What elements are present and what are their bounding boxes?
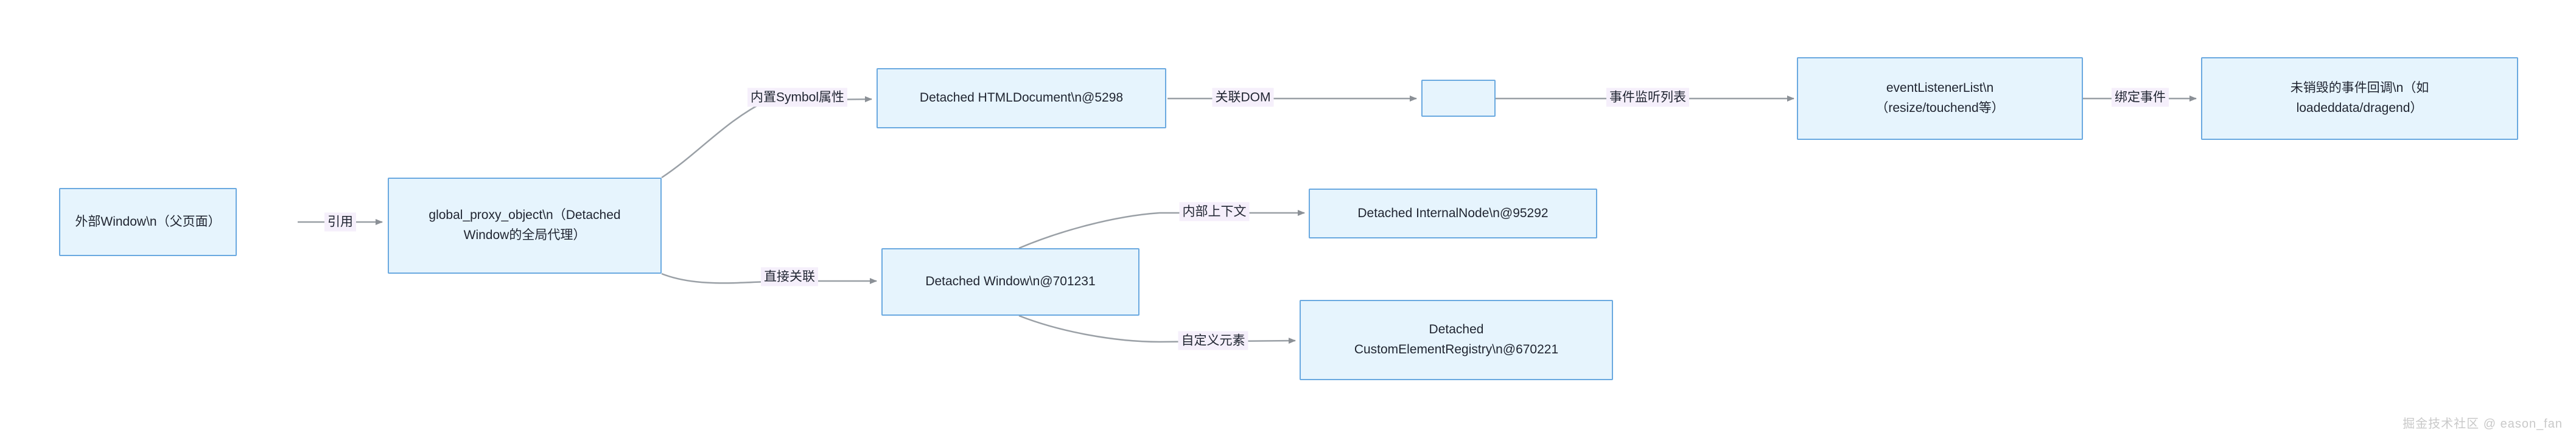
edge-label-event-listener-list: 事件监听列表 [1606, 88, 1689, 107]
node-outer-window-label: 外部Window\n（父页面） [75, 214, 221, 229]
edge-label-custom-element: 自定义元素 [1178, 331, 1248, 350]
node-global-proxy[interactable]: global_proxy_object\n（Detached Window的全局… [388, 178, 662, 274]
node-internal-node-label: Detached InternalNode\n@95292 [1357, 206, 1549, 220]
node-outer-window[interactable]: 外部Window\n（父页面） [59, 188, 237, 256]
node-global-proxy-label: global_proxy_object\n（Detached Window的全局… [429, 208, 621, 242]
node-unnamed-box[interactable] [1421, 80, 1496, 117]
watermark: 掘金技术社区 @ eason_fan [2403, 417, 2563, 431]
node-pending-callbacks[interactable]: 未销毁的事件回调\n（如 loadeddata/dragend） [2201, 57, 2518, 140]
node-event-listener-list-label: eventListenerList\n （resize/touchend等） [1875, 81, 2004, 115]
node-detached-window-label: Detached Window\n@701231 [925, 274, 1096, 289]
edge-detached-window-to-custom-element-registry [1018, 314, 1296, 344]
node-detached-window[interactable]: Detached Window\n@701231 [881, 248, 1139, 316]
node-html-document[interactable]: Detached HTMLDocument\n@5298 [877, 68, 1166, 128]
node-html-document-label: Detached HTMLDocument\n@5298 [919, 91, 1124, 105]
edge-label-direct-association: 直接关联 [761, 267, 818, 286]
node-pending-callbacks-label: 未销毁的事件回调\n（如 loadeddata/dragend） [2290, 81, 2429, 115]
edge-label-bind-event: 绑定事件 [2112, 88, 2169, 107]
node-custom-element-registry-label: Detached CustomElementRegistry\n@670221 [1354, 322, 1559, 356]
edge-detached-window-to-internal-node [1018, 210, 1305, 249]
node-event-listener-list[interactable]: eventListenerList\n （resize/touchend等） [1797, 57, 2083, 140]
edge-label-internal-context: 内部上下文 [1179, 202, 1250, 221]
edge-global-proxy-to-html-document [661, 96, 872, 179]
edge-label-builtin-symbol-property: 内置Symbol属性 [747, 88, 848, 107]
node-custom-element-registry[interactable]: Detached CustomElementRegistry\n@670221 [1300, 300, 1613, 380]
edge-label-linked-dom: 关联DOM [1212, 88, 1274, 107]
node-internal-node[interactable]: Detached InternalNode\n@95292 [1309, 189, 1597, 238]
edge-label-reference: 引用 [324, 212, 356, 232]
